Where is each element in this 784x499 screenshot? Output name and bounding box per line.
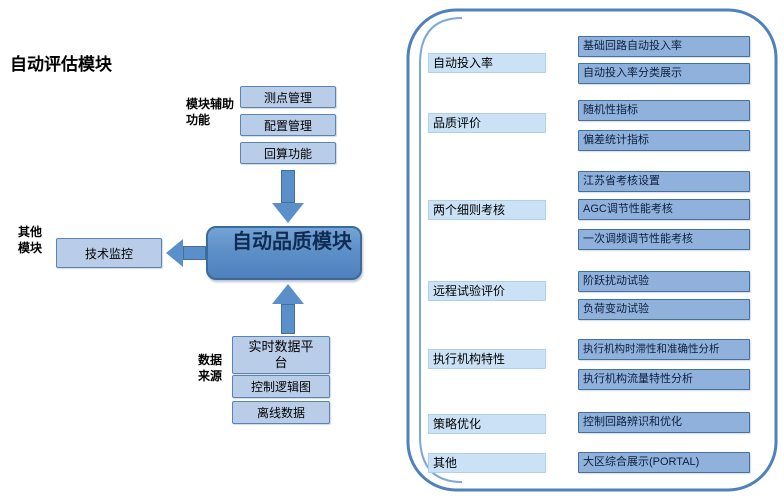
page-title: 自动评估模块: [10, 55, 112, 74]
category-remote-test-evaluation: 远程试验评价: [428, 281, 546, 301]
panel-enclosure-icon: [406, 8, 778, 492]
category-actuator-characteristics: 执行机构特性: [428, 349, 546, 369]
item-step-disturbance-test: 阶跃扰动试验: [578, 271, 750, 292]
item-regional-portal-display: 大区综合展示(PORTAL): [578, 452, 750, 473]
item-randomness-indicators: 随机性指标: [578, 100, 750, 121]
item-actuator-delay-accuracy-analysis: 执行机构时滞性和准确性分析: [578, 339, 750, 360]
other-modules-label: 其他模块: [18, 225, 43, 255]
aux-box-point-management: 测点管理: [240, 86, 336, 108]
item-control-loop-identification-optimization: 控制回路辨识和优化: [578, 412, 750, 433]
source-box-realtime-platform: 实时数据平台: [232, 336, 330, 374]
arrow-down-icon: [281, 170, 295, 203]
item-agc-performance-assessment: AGC调节性能考核: [578, 199, 750, 220]
item-actuator-flow-characteristic-analysis: 执行机构流量特性分析: [578, 369, 750, 390]
item-load-change-test: 负荷变动试验: [578, 299, 750, 320]
category-other: 其他: [428, 453, 546, 473]
arrow-left-shaft-icon: [183, 246, 206, 260]
source-box-offline-data: 离线数据: [232, 401, 330, 424]
item-primary-freq-performance-assessment: 一次调频调节性能考核: [578, 229, 750, 250]
arrow-down-head-icon: [272, 203, 304, 223]
aux-group-label: 模块辅助功能: [186, 97, 235, 127]
arrow-up-head-icon: [272, 284, 304, 304]
source-box-control-logic: 控制逻辑图: [232, 375, 330, 398]
arrow-up-shaft-icon: [281, 304, 295, 334]
item-auto-input-rate-display: 自动投入率分类展示: [578, 63, 750, 84]
data-sources-label: 数据来源: [198, 353, 223, 383]
item-jiangsu-assessment-settings: 江苏省考核设置: [578, 171, 750, 192]
tech-monitoring-box: 技术监控: [56, 238, 162, 268]
category-auto-input-rate: 自动投入率: [428, 53, 546, 73]
arrow-left-head-icon: [166, 239, 183, 267]
aux-box-config-management: 配置管理: [240, 114, 336, 136]
category-two-rules-assessment: 两个细则考核: [428, 200, 546, 220]
category-quality-evaluation: 品质评价: [428, 113, 546, 133]
item-deviation-statistics: 偏差统计指标: [578, 130, 750, 151]
aux-box-recalc-function: 回算功能: [240, 142, 336, 164]
item-basic-loop-auto-input-rate: 基础回路自动投入率: [578, 36, 750, 57]
category-strategy-optimization: 策略优化: [428, 414, 546, 434]
center-module-box: 自动品质模块: [206, 226, 362, 280]
